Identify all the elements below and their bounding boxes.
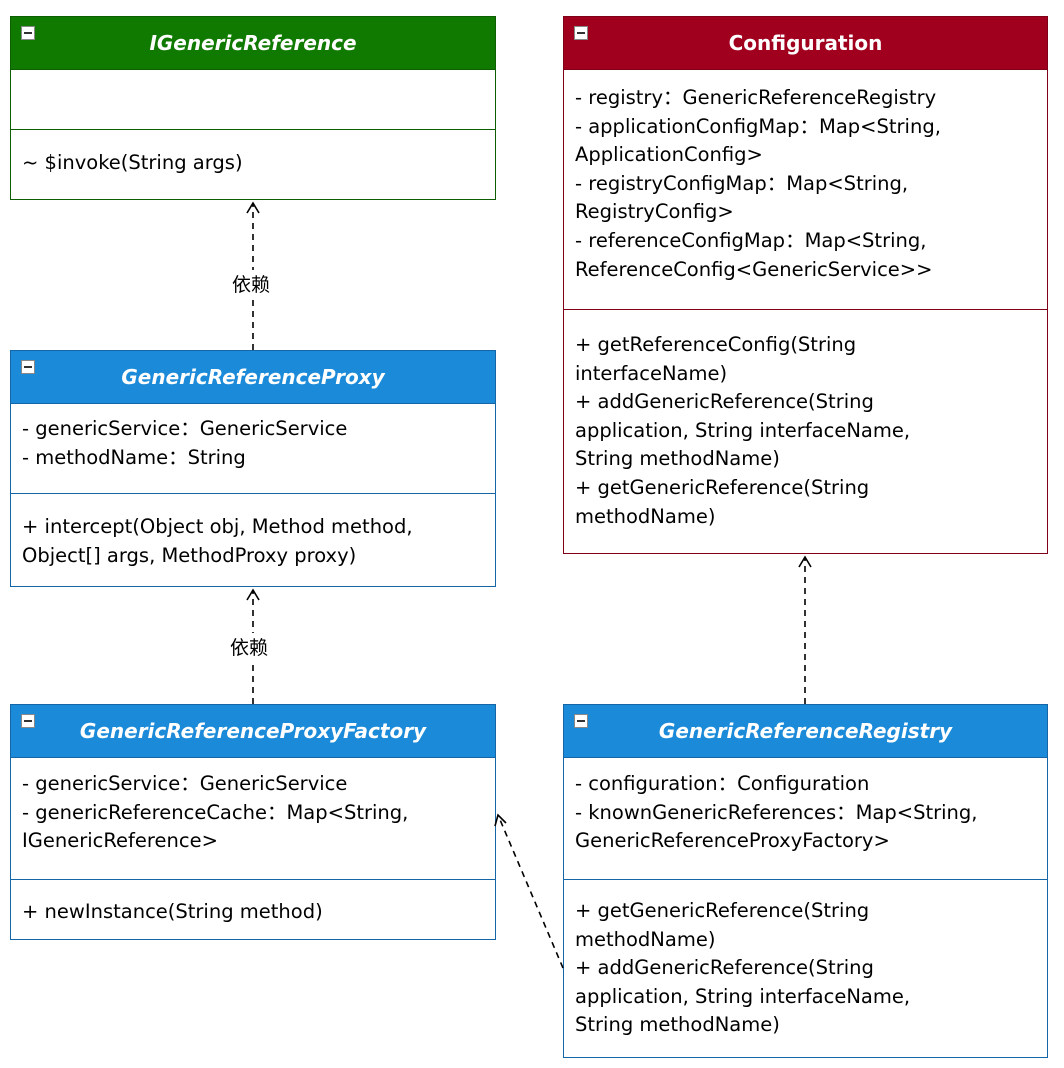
- class-genericreferenceregistry[interactable]: GenericReferenceRegistry - configuration…: [563, 704, 1048, 1058]
- attribute: - referenceConfigMap：Map<String,: [575, 228, 927, 252]
- attribute: - genericService：GenericService: [22, 417, 348, 440]
- methods-section: + newInstance(String method): [11, 879, 495, 933]
- attributes-section: [11, 69, 495, 129]
- dependency-label: 依赖: [230, 633, 269, 660]
- class-name: GenericReferenceRegistry: [658, 719, 953, 743]
- method: String methodName): [575, 1013, 780, 1037]
- attribute: - configuration：Configuration: [575, 772, 870, 795]
- method: ~ $invoke(String args): [22, 151, 243, 174]
- class-name: GenericReferenceProxyFactory: [79, 719, 427, 743]
- arrowhead: [494, 813, 507, 827]
- class-configuration[interactable]: Configuration - registry：GenericReferenc…: [563, 16, 1048, 554]
- attribute: IGenericReference>: [22, 829, 218, 853]
- collapse-icon[interactable]: [21, 360, 35, 374]
- class-header: GenericReferenceProxyFactory: [11, 705, 495, 757]
- class-name: GenericReferenceProxy: [121, 365, 385, 389]
- methods-section: + getGenericReference(String methodName)…: [564, 879, 1047, 1046]
- attribute: - applicationConfigMap：Map<String,: [575, 114, 941, 138]
- method: String methodName): [575, 447, 780, 471]
- method: + getReferenceConfig(String: [575, 333, 857, 356]
- class-name: IGenericReference: [149, 31, 357, 55]
- attribute: - knownGenericReferences：Map<String,: [575, 800, 978, 824]
- method: + intercept(Object obj, Method method,: [22, 515, 413, 538]
- method: Object[] args, MethodProxy proxy): [22, 543, 357, 567]
- class-genericreferenceproxy[interactable]: GenericReferenceProxy - genericService：G…: [10, 350, 496, 587]
- collapse-icon[interactable]: [574, 714, 588, 728]
- class-header: IGenericReference: [11, 17, 495, 69]
- attribute: - genericReferenceCache：Map<String,: [22, 800, 409, 824]
- attributes-section: - genericService：GenericService - method…: [11, 403, 495, 493]
- method: + getGenericReference(String: [575, 475, 870, 499]
- arrowhead: [246, 201, 260, 214]
- attribute: - methodName：String: [22, 445, 246, 469]
- method: + addGenericReference(String: [575, 390, 874, 414]
- methods-section: + intercept(Object obj, Method method, O…: [11, 493, 495, 576]
- collapse-icon[interactable]: [574, 26, 588, 40]
- attributes-section: - registry：GenericReferenceRegistry - ap…: [564, 69, 1047, 309]
- method: application, String interfaceName,: [575, 418, 911, 442]
- class-header: Configuration: [564, 17, 1047, 69]
- method: methodName): [575, 927, 716, 951]
- attribute: ApplicationConfig>: [575, 143, 763, 167]
- class-header: GenericReferenceProxy: [11, 351, 495, 403]
- arrowhead: [798, 555, 812, 568]
- dependency-label: 依赖: [232, 270, 271, 297]
- edge-registry-to-factory: [497, 814, 564, 969]
- attributes-section: - configuration：Configuration - knownGen…: [564, 757, 1047, 879]
- arrowhead: [246, 588, 260, 601]
- class-header: GenericReferenceRegistry: [564, 705, 1047, 757]
- method: methodName): [575, 504, 716, 528]
- collapse-icon[interactable]: [21, 26, 35, 40]
- class-igenericreference[interactable]: IGenericReference ~ $invoke(String args): [10, 16, 496, 200]
- methods-section: ~ $invoke(String args): [11, 129, 495, 184]
- method: interfaceName): [575, 361, 728, 385]
- collapse-icon[interactable]: [21, 714, 35, 728]
- class-genericreferenceproxyfactory[interactable]: GenericReferenceProxyFactory - genericSe…: [10, 704, 496, 940]
- attribute: GenericReferenceProxyFactory>: [575, 829, 890, 853]
- attribute: RegistryConfig>: [575, 200, 734, 224]
- attribute: ReferenceConfig<GenericService>>: [575, 257, 933, 281]
- methods-section: + getReferenceConfig(String interfaceNam…: [564, 309, 1047, 537]
- attribute: - genericService：GenericService: [22, 772, 348, 795]
- attributes-section: - genericService：GenericService - generi…: [11, 757, 495, 879]
- method: + addGenericReference(String: [575, 956, 874, 980]
- attribute: - registry：GenericReferenceRegistry: [575, 86, 937, 109]
- method: + getGenericReference(String: [575, 899, 870, 922]
- method: + newInstance(String method): [22, 900, 323, 923]
- attribute: - registryConfigMap：Map<String,: [575, 171, 909, 195]
- method: application, String interfaceName,: [575, 984, 911, 1008]
- class-name: Configuration: [728, 31, 883, 55]
